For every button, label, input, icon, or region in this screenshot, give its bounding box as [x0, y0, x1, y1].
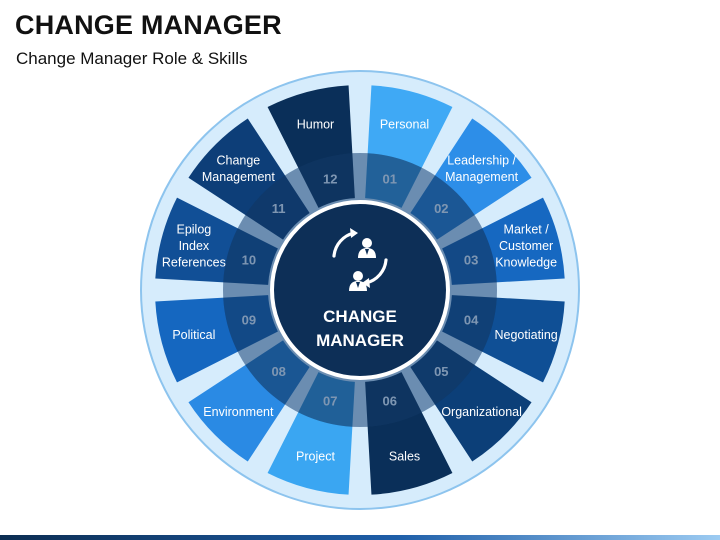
segment-label-line: Humor — [297, 117, 335, 131]
segment-label-line: Environment — [203, 405, 274, 419]
segment-label-line: Management — [202, 170, 275, 184]
segment-label-line: Leadership / — [447, 154, 516, 168]
segment-label-line: Sales — [389, 450, 420, 464]
segment-label-01: Personal — [380, 117, 429, 131]
segment-label-line: Customer — [499, 239, 553, 253]
segment-label-line: Change — [216, 154, 260, 168]
center-title-line2: MANAGER — [316, 331, 404, 350]
segment-label-line: References — [162, 255, 226, 269]
segment-label-line: Project — [296, 450, 335, 464]
segment-label-line: Personal — [380, 117, 429, 131]
segment-label-05: Organizational — [441, 405, 522, 419]
segment-label-07: Project — [296, 450, 335, 464]
slide-subtitle: Change Manager Role & Skills — [16, 49, 248, 68]
segment-label-line: Index — [179, 239, 210, 253]
segment-label-09: Political — [172, 328, 215, 342]
segment-label-line: Organizational — [441, 405, 522, 419]
segment-label-line: Political — [172, 328, 215, 342]
segment-label-08: Environment — [203, 405, 274, 419]
slide-title: CHANGE MANAGER — [15, 10, 282, 40]
segment-label-12: Humor — [297, 117, 335, 131]
segment-label-04: Negotiating — [495, 328, 558, 342]
segment-label-02: Leadership / Management — [445, 154, 518, 185]
segment-label-line: Market / — [504, 222, 550, 236]
people-cycle-icon — [332, 228, 388, 291]
bottom-accent-bar — [0, 535, 720, 540]
segment-label-line: Negotiating — [495, 328, 558, 342]
segment-label-06: Sales — [389, 450, 420, 464]
center-title-line1: CHANGE — [323, 307, 397, 326]
segment-label-line: Management — [445, 170, 518, 184]
segment-label-line: Knowledge — [495, 255, 557, 269]
segment-label-line: Epilog — [176, 222, 211, 236]
